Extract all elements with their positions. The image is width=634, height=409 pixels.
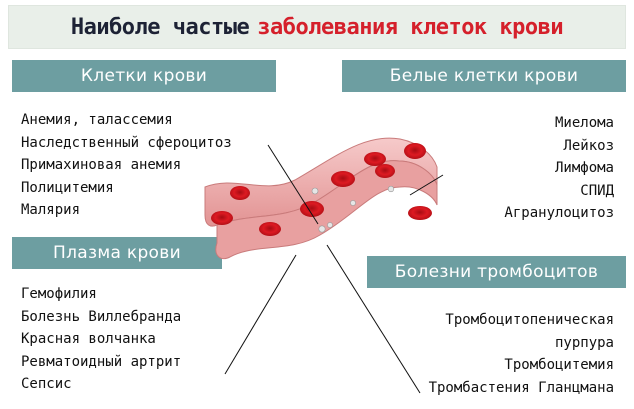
list-item: пурпура: [554, 334, 614, 351]
red-blood-cell: [259, 222, 281, 236]
title-part-dark: Наиболе частые: [70, 14, 250, 40]
list-item: Сепсис: [21, 376, 72, 392]
section-heading-white-cells: Белые клетки крови: [342, 60, 626, 92]
platelet: [350, 200, 356, 206]
blood-vessel-icon: [204, 137, 438, 260]
list-item: СПИД: [580, 182, 614, 199]
section-heading-blood-cells: Клетки крови: [12, 60, 276, 92]
red-blood-cell: [230, 186, 250, 200]
plasma-list: Гемофилия Болезнь Виллебранда Красная во…: [21, 283, 181, 396]
red-blood-cell: [300, 201, 324, 217]
list-item: Красная волчанка: [21, 331, 156, 347]
red-blood-cell: [404, 143, 426, 159]
list-item: Миелома: [554, 115, 614, 131]
red-blood-cell: [211, 211, 233, 225]
red-blood-cell: [364, 152, 386, 166]
platelets-list: Тромбоцитопеническая пурпура Тромбоцитем…: [429, 309, 614, 399]
list-item: Ревматоидный артрит: [21, 353, 182, 370]
red-blood-cell: [331, 171, 355, 187]
list-item: Полицитемия: [21, 179, 114, 196]
list-item: Болезнь Виллебранда: [21, 308, 182, 325]
section-heading-plasma: Плазма крови: [12, 237, 222, 269]
white-cells-list: Миелома Лейкоз Лимфома СПИД Агранулоцито…: [504, 112, 614, 225]
red-blood-cell: [408, 206, 432, 220]
list-item: Тромбоцитопеническая: [445, 312, 614, 328]
platelet: [327, 222, 333, 228]
title-part-red: заболевания клеток крови: [257, 14, 564, 40]
list-item: Лейкоз: [563, 137, 614, 154]
platelet: [387, 185, 395, 193]
list-item: Тромбоцитемия: [504, 357, 614, 373]
platelet: [311, 187, 319, 195]
list-item: Наследственный сфероцитоз: [21, 134, 232, 151]
red-blood-cell: [375, 164, 395, 178]
blood-cells-list: Анемия, талассемия Наследственный сфероц…: [21, 109, 232, 222]
list-item: Лимфома: [554, 160, 614, 176]
page-title: Наиболе частые заболевания клеток крови: [8, 5, 626, 49]
list-item: Агранулоцитоз: [504, 205, 614, 221]
list-item: Анемия, талассемия: [21, 112, 173, 128]
list-item: Тромбастения Гланцмана: [428, 379, 614, 396]
list-item: Гемофилия: [21, 286, 97, 302]
list-item: Малярия: [21, 202, 81, 218]
list-item: Примахиновая анемия: [21, 157, 182, 173]
platelet: [318, 225, 326, 233]
